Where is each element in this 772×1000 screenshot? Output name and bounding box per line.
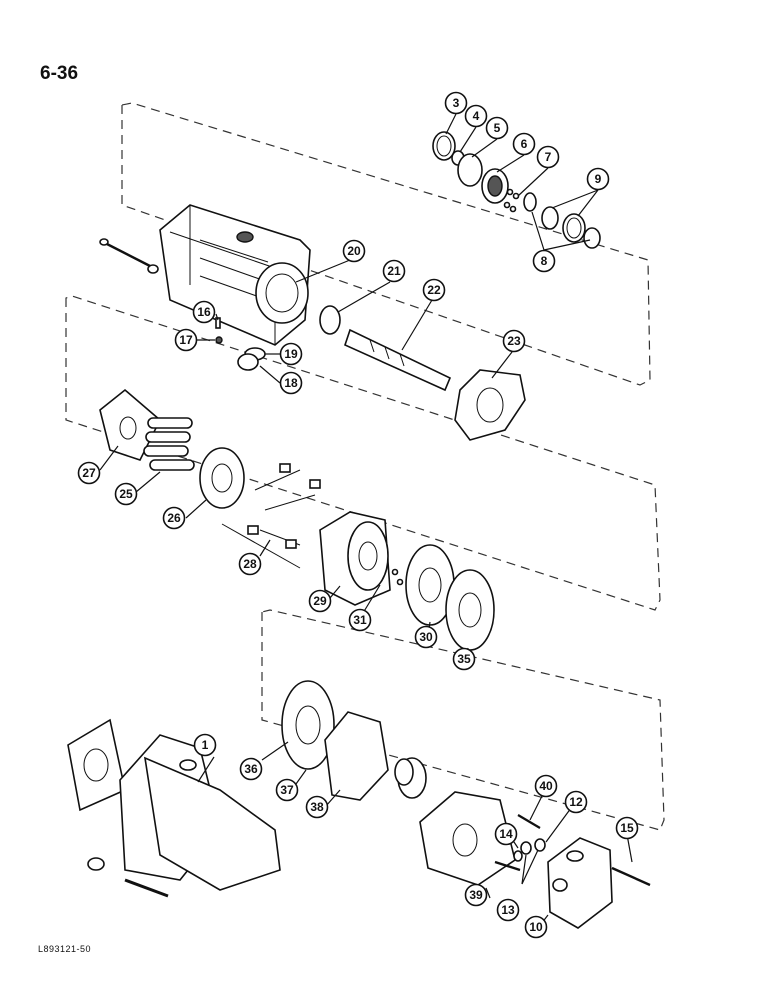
svg-text:38: 38 <box>310 800 324 814</box>
callout-17: 17 <box>174 328 198 352</box>
control-linkage <box>221 463 321 569</box>
callout-23: 23 <box>502 329 526 353</box>
svg-text:39: 39 <box>469 888 483 902</box>
drive-shaft <box>319 305 452 392</box>
piston-set <box>143 417 195 471</box>
svg-text:13: 13 <box>501 903 515 917</box>
svg-text:23: 23 <box>507 334 521 348</box>
callout-15: 15 <box>615 816 639 840</box>
svg-text:27: 27 <box>82 466 96 480</box>
callout-31: 31 <box>348 608 372 632</box>
callout-16: 16 <box>192 300 216 324</box>
svg-text:7: 7 <box>545 150 552 164</box>
svg-text:9: 9 <box>595 172 602 186</box>
callout-21: 21 <box>382 259 406 283</box>
callout-27: 27 <box>77 461 101 485</box>
callout-10: 10 <box>524 915 548 939</box>
callout-6: 6 <box>512 132 536 156</box>
svg-text:19: 19 <box>284 347 298 361</box>
callout-35: 35 <box>452 647 476 671</box>
svg-text:6: 6 <box>521 137 528 151</box>
callout-28: 28 <box>238 552 262 576</box>
retainer-plate <box>199 447 245 509</box>
callout-8: 8 <box>532 249 556 273</box>
svg-text:12: 12 <box>569 795 583 809</box>
svg-text:16: 16 <box>197 305 211 319</box>
callout-22: 22 <box>422 278 446 302</box>
group-outline-bottom <box>261 609 665 831</box>
swash-plate-cover <box>454 369 526 441</box>
end-cover-plates <box>281 680 427 801</box>
callout-18: 18 <box>279 371 303 395</box>
housing-bolt <box>99 238 159 274</box>
svg-text:26: 26 <box>167 511 181 525</box>
callout-25: 25 <box>114 482 138 506</box>
snap-rings-and-bearing <box>432 131 601 249</box>
svg-text:5: 5 <box>494 121 501 135</box>
svg-text:40: 40 <box>539 779 553 793</box>
callout-26: 26 <box>162 506 186 530</box>
callout-19: 19 <box>279 342 303 366</box>
svg-text:30: 30 <box>419 630 433 644</box>
svg-text:14: 14 <box>499 827 513 841</box>
callout-30: 30 <box>414 625 438 649</box>
svg-text:37: 37 <box>280 783 294 797</box>
svg-text:20: 20 <box>347 244 361 258</box>
svg-text:21: 21 <box>387 264 401 278</box>
svg-text:1: 1 <box>202 738 209 752</box>
callout-14: 14 <box>494 822 518 846</box>
figure-code: L893121-50 <box>38 944 92 954</box>
svg-text:4: 4 <box>473 109 480 123</box>
svg-text:31: 31 <box>353 613 367 627</box>
callout-1: 1 <box>193 733 217 757</box>
callout-36: 36 <box>239 757 263 781</box>
callout-39: 39 <box>464 883 488 907</box>
svg-text:15: 15 <box>620 821 634 835</box>
svg-text:18: 18 <box>284 376 298 390</box>
callout-5: 5 <box>485 116 509 140</box>
valve-plates <box>391 544 495 651</box>
callout-7: 7 <box>536 145 560 169</box>
svg-text:28: 28 <box>243 557 257 571</box>
cylinder-block <box>319 511 391 606</box>
callout-3: 3 <box>444 91 468 115</box>
relief-valve-block <box>494 814 651 929</box>
svg-text:10: 10 <box>529 920 543 934</box>
main-pump-assembly <box>67 718 281 898</box>
callout-13: 13 <box>496 898 520 922</box>
svg-text:25: 25 <box>119 487 133 501</box>
svg-text:8: 8 <box>541 254 548 268</box>
svg-text:22: 22 <box>427 283 441 297</box>
callout-38: 38 <box>305 795 329 819</box>
svg-text:36: 36 <box>244 762 258 776</box>
page-number: 6-36 <box>40 63 79 84</box>
callout-9: 9 <box>586 167 610 191</box>
callout-12: 12 <box>564 790 588 814</box>
pump-housing-upper <box>159 204 311 346</box>
plug-and-pins <box>215 317 266 371</box>
svg-text:35: 35 <box>457 652 471 666</box>
callout-20: 20 <box>342 239 366 263</box>
svg-text:17: 17 <box>179 333 193 347</box>
svg-text:3: 3 <box>453 96 460 110</box>
svg-text:29: 29 <box>313 594 327 608</box>
callout-4: 4 <box>464 104 488 128</box>
callout-37: 37 <box>275 778 299 802</box>
callout-40: 40 <box>534 774 558 798</box>
callout-29: 29 <box>308 589 332 613</box>
group-outline-middle <box>65 295 661 611</box>
